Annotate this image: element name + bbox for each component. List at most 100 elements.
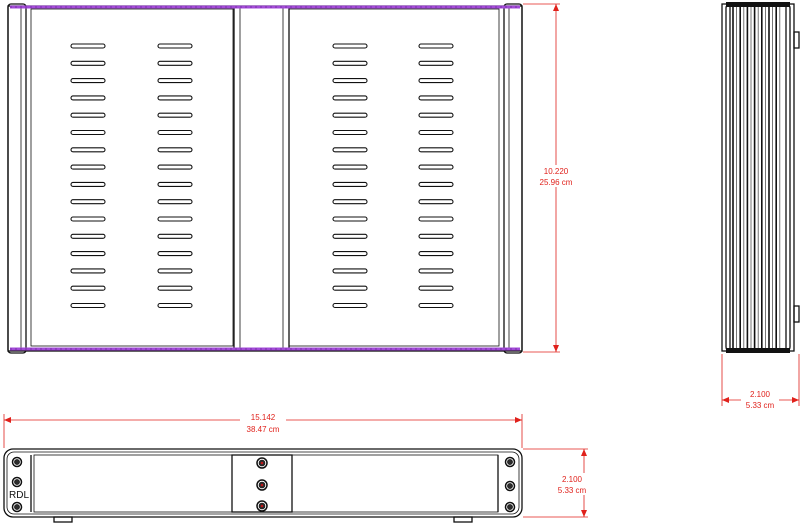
vent-slot xyxy=(418,95,454,101)
vent-slot xyxy=(70,112,106,118)
vent-slot xyxy=(418,164,454,170)
center-screw-icon xyxy=(256,500,268,512)
vent-slot xyxy=(418,233,454,239)
vent-slot xyxy=(157,199,193,205)
front-foot-right xyxy=(453,516,473,523)
vent-slot xyxy=(157,95,193,101)
vent-slot xyxy=(157,112,193,118)
vent-slot xyxy=(70,147,106,153)
vent-slot xyxy=(418,216,454,222)
vent-slot xyxy=(332,181,368,187)
screw-icon xyxy=(504,480,516,492)
side-depth-cm: 5.33 cm xyxy=(746,401,775,410)
vent-slot xyxy=(70,216,106,222)
vent-slot xyxy=(418,78,454,84)
vent-slot xyxy=(157,43,193,49)
vent-slot xyxy=(332,216,368,222)
vent-slot xyxy=(418,60,454,66)
center-screw-icon xyxy=(256,457,268,469)
vent-slot xyxy=(332,147,368,153)
vent-slot xyxy=(332,164,368,170)
center-screw-icon xyxy=(256,479,268,491)
brand-label: RDL xyxy=(9,490,29,501)
side-depth-in: 2.100 xyxy=(750,390,771,399)
foot-top xyxy=(793,31,800,49)
vent-slot xyxy=(70,302,106,309)
front-width-in: 15.142 xyxy=(251,413,276,422)
left-end-cap xyxy=(7,3,27,354)
vent-slot xyxy=(157,251,193,257)
top-view-body xyxy=(7,5,523,352)
foot-bottom xyxy=(793,305,800,323)
heat-sink-fins xyxy=(732,7,781,348)
front-view: RDL xyxy=(3,448,523,523)
screw-icon xyxy=(11,476,23,488)
left-panel xyxy=(30,8,234,347)
vent-slot xyxy=(70,164,106,170)
vent-slot xyxy=(418,199,454,205)
vent-slot xyxy=(418,251,454,257)
front-left-panel xyxy=(33,454,233,513)
front-width-dimension: 15.142 38.47 cm xyxy=(3,412,523,448)
vent-slot xyxy=(418,43,454,49)
front-right-panel xyxy=(291,454,499,513)
vent-slot xyxy=(332,268,368,274)
vent-slot xyxy=(70,233,106,239)
vent-slot xyxy=(332,302,368,309)
side-view-depth-dimension: 2.100 5.33 cm xyxy=(721,354,800,410)
vent-slot xyxy=(70,251,106,257)
vent-slot xyxy=(70,78,106,84)
vent-slot xyxy=(418,147,454,153)
screw-icon xyxy=(504,501,516,513)
vent-slot xyxy=(332,285,368,291)
vent-slot xyxy=(332,251,368,257)
vent-slot xyxy=(332,233,368,239)
vent-slot xyxy=(70,60,106,66)
vent-slot xyxy=(157,216,193,222)
vent-slot xyxy=(418,268,454,274)
vent-slot xyxy=(157,285,193,291)
right-end-cap xyxy=(503,3,523,354)
front-height-in: 2.100 xyxy=(562,475,583,484)
top-view-height-dimension: 10.220 25.96 cm xyxy=(523,3,579,353)
vent-slot xyxy=(418,112,454,118)
vent-slot xyxy=(157,129,193,136)
screw-icon xyxy=(11,456,23,468)
vent-slot xyxy=(332,60,368,66)
top-height-cm: 25.96 cm xyxy=(540,178,573,187)
vent-slot xyxy=(157,302,193,309)
vent-slots xyxy=(70,43,454,309)
vent-slot xyxy=(332,199,368,205)
vent-slot xyxy=(157,60,193,66)
vent-slot xyxy=(157,78,193,84)
top-view xyxy=(7,3,523,354)
screw-icon xyxy=(504,456,516,468)
vent-slot xyxy=(418,302,454,309)
front-height-cm: 5.33 cm xyxy=(558,486,587,495)
vent-slot xyxy=(332,78,368,84)
vent-slot xyxy=(157,181,193,187)
vent-slot xyxy=(332,95,368,101)
vent-slot xyxy=(332,112,368,118)
vent-slot xyxy=(70,181,106,187)
vent-slot xyxy=(418,181,454,187)
side-view xyxy=(721,2,800,353)
front-height-dimension: 2.100 5.33 cm xyxy=(523,448,600,518)
vent-slot xyxy=(332,43,368,49)
front-view-body xyxy=(3,448,523,518)
vent-slot xyxy=(418,129,454,136)
vent-slot xyxy=(157,233,193,239)
top-height-in: 10.220 xyxy=(544,167,569,176)
vent-slot xyxy=(70,199,106,205)
vent-slot xyxy=(70,129,106,136)
front-foot-left xyxy=(53,516,73,523)
right-panel xyxy=(288,8,500,347)
screw-icon xyxy=(11,501,23,513)
vent-slot xyxy=(70,285,106,291)
vent-slot xyxy=(157,268,193,274)
vent-slot xyxy=(70,268,106,274)
vent-slot xyxy=(70,43,106,49)
vent-slot xyxy=(332,129,368,136)
vent-slot xyxy=(70,95,106,101)
